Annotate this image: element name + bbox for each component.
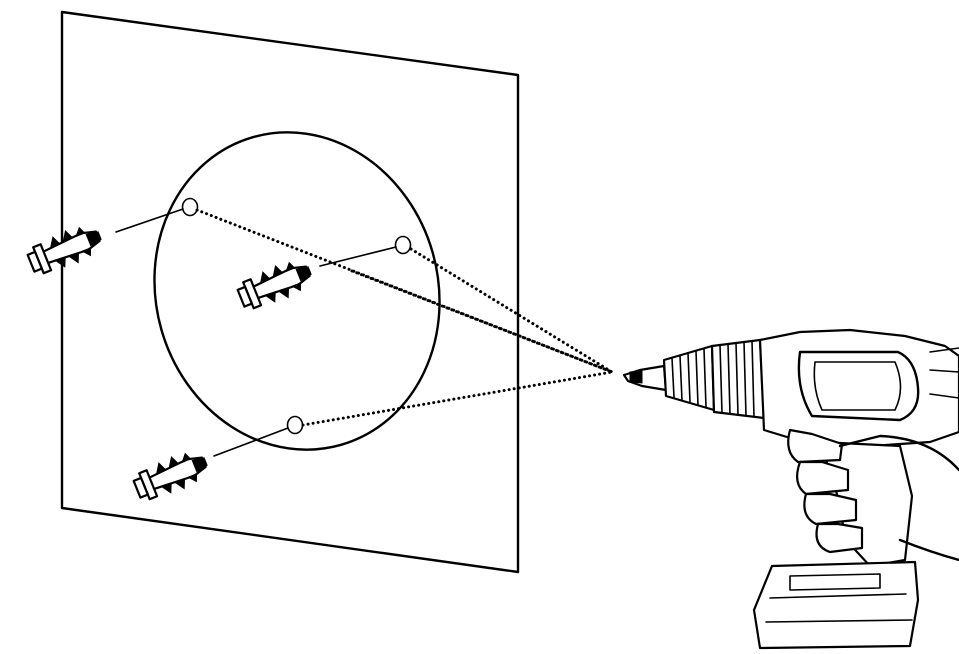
right-hole	[396, 237, 411, 254]
wall-anchor-upper-left	[25, 220, 106, 279]
cordless-drill-icon	[624, 330, 959, 648]
wall-anchor-lower	[131, 446, 212, 505]
upper-left-hole	[183, 199, 198, 216]
drill-guide-lines	[197, 210, 612, 425]
bottom-hole	[288, 417, 303, 434]
wall-panel	[62, 12, 518, 572]
circular-mounting-template	[117, 98, 476, 483]
wall-anchor-center	[235, 255, 316, 314]
